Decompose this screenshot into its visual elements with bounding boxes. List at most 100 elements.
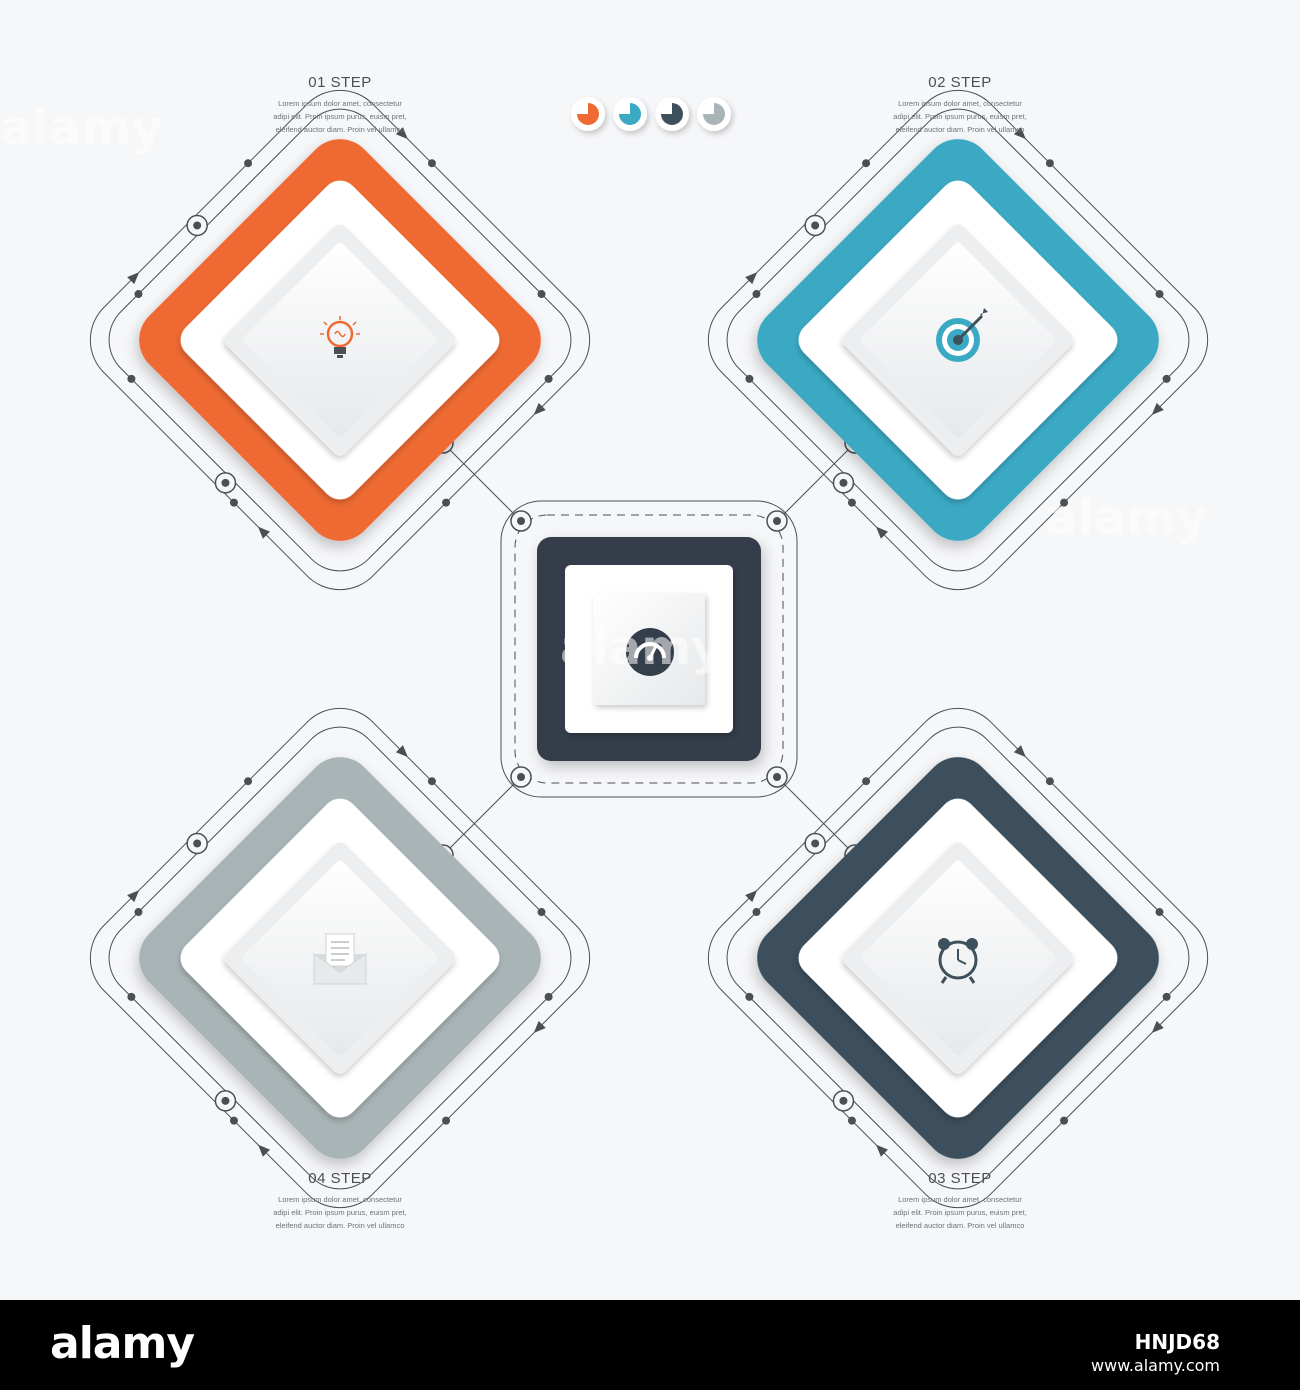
step-01-line-1: Lorem ipsum dolor amet, consectetur: [278, 99, 402, 108]
step-02-title: 02 STEP: [928, 74, 992, 91]
orbit-dot: [544, 992, 553, 1001]
orbit-dot: [862, 159, 871, 168]
connector-line: [776, 776, 856, 856]
orbit-dot: [1060, 1116, 1069, 1125]
orbit-node-center: [221, 478, 230, 487]
orbit-dot: [442, 498, 451, 507]
orbit-dot: [427, 777, 436, 786]
outer-orbit-line: [707, 707, 1209, 1209]
step-03-title: 03 STEP: [928, 1170, 992, 1187]
legend-pie-4: [703, 103, 725, 125]
orbit-dot: [244, 159, 253, 168]
step-01-diamond: [89, 89, 591, 591]
lightbulb-icon: [320, 316, 360, 358]
step-02-line-1: Lorem ipsum dolor amet, consectetur: [898, 99, 1022, 108]
orbit-node-center: [193, 221, 202, 230]
step-02-line-2: adipi elit. Proin ipsum purus, euism pre…: [893, 112, 1027, 121]
footer-url[interactable]: www.alamy.com: [1091, 1356, 1220, 1375]
watermark-right: alamy: [1045, 490, 1208, 546]
center-outer-line: [500, 500, 798, 798]
orbit-arrow: [745, 890, 758, 903]
orbit-dot: [1162, 374, 1171, 383]
step-03-line-3: eleifend auctor diam. Proin vel ullamco: [895, 1221, 1025, 1230]
orbit-dot: [862, 777, 871, 786]
orbit-dot: [1045, 777, 1054, 786]
orbit-arrow: [745, 272, 758, 285]
connector-line: [442, 776, 522, 856]
step-04-line-1: Lorem ipsum dolor amet, consectetur: [278, 1195, 402, 1204]
orbit-arrow: [1013, 745, 1026, 758]
step-03-line-2: adipi elit. Proin ipsum purus, euism pre…: [893, 1208, 1027, 1217]
orbit-node-center: [839, 478, 848, 487]
step-04-text: 04 STEP Lorem ipsum dolor amet, consecte…: [245, 1170, 435, 1232]
step-04-line-3: eleifend auctor diam. Proin vel ullamco: [275, 1221, 405, 1230]
connector-line: [442, 442, 522, 522]
orbit-dot: [745, 374, 754, 383]
step-01-body: Lorem ipsum dolor amet, consectetur adip…: [245, 97, 435, 136]
orbit-dot: [1045, 159, 1054, 168]
orbit-dot: [134, 290, 143, 299]
legend-pie-3: [661, 103, 683, 125]
step-02-body: Lorem ipsum dolor amet, consectetur adip…: [865, 97, 1055, 136]
orbit-dot: [134, 908, 143, 917]
legend-pie-1: [577, 103, 599, 125]
orbit-dot: [1155, 290, 1164, 299]
orbit-dot: [127, 374, 136, 383]
orbit-dot: [544, 374, 553, 383]
watermark-mid: alamy: [560, 620, 723, 676]
step-04-body: Lorem ipsum dolor amet, consectetur adip…: [245, 1193, 435, 1232]
orbit-dot: [847, 498, 856, 507]
orbit-arrow: [1013, 127, 1026, 140]
orbit-arrow: [257, 526, 270, 539]
step-01-line-2: adipi elit. Proin ipsum purus, euism pre…: [273, 112, 407, 121]
step-01-title: 01 STEP: [308, 74, 372, 91]
orbit-dot: [1155, 908, 1164, 917]
orbit-arrow: [533, 402, 546, 415]
footer-brand-logo: alamy: [50, 1318, 195, 1369]
outer-orbit-line: [707, 89, 1209, 591]
envelope-document-icon: [313, 933, 367, 985]
orbit-dot: [745, 992, 754, 1001]
footer-image-id: HNJD68: [1134, 1330, 1220, 1354]
step-04-line-2: adipi elit. Proin ipsum purus, euism pre…: [273, 1208, 407, 1217]
icon-tile: [242, 242, 438, 438]
orbit-node-center: [811, 221, 820, 230]
legend-badges: [571, 97, 731, 131]
center-corner-node-dot: [773, 517, 781, 525]
orbit-node-center: [193, 839, 202, 848]
center-corner-node-dot: [517, 773, 525, 781]
orbit-dot: [427, 159, 436, 168]
orbit-dot: [1162, 992, 1171, 1001]
orbit-arrow: [875, 1144, 888, 1157]
step-04-title: 04 STEP: [308, 1170, 372, 1187]
footer-bar: alamy HNJD68 www.alamy.com: [0, 1300, 1300, 1390]
step-02-line-3: eleifend auctor diam. Proin vel ullamco: [895, 125, 1025, 134]
center-corner-node-dot: [517, 517, 525, 525]
step-01-line-3: eleifend auctor diam. Proin vel ullamco: [275, 125, 405, 134]
center-dashed-line: [514, 514, 784, 784]
step-03-body: Lorem ipsum dolor amet, consectetur adip…: [865, 1193, 1055, 1232]
orbit-dot: [229, 498, 238, 507]
orbit-dot: [752, 908, 761, 917]
connector-line: [776, 442, 856, 522]
alarm-clock-icon: [938, 938, 978, 984]
outer-orbit-line: [89, 707, 591, 1209]
orbit-arrow: [1151, 402, 1164, 415]
step-02-text: 02 STEP Lorem ipsum dolor amet, consecte…: [865, 74, 1055, 136]
legend-pie-2: [619, 103, 641, 125]
orbit-arrow: [395, 127, 408, 140]
step-01-text: 01 STEP Lorem ipsum dolor amet, consecte…: [245, 74, 435, 136]
inner-orbit-line: [108, 726, 572, 1190]
watermark-left: alamy: [0, 100, 163, 156]
orbit-dot: [1060, 498, 1069, 507]
orbit-arrow: [875, 526, 888, 539]
orbit-dot: [752, 290, 761, 299]
speedometer-icon: [626, 628, 674, 676]
inner-orbit-line: [726, 108, 1190, 572]
orbit-arrow: [1151, 1020, 1164, 1033]
target-icon: [936, 308, 988, 362]
orbit-dot: [847, 1116, 856, 1125]
infographic-canvas: [89, 89, 1209, 1209]
orbit-arrow: [127, 272, 140, 285]
orbit-node-center: [811, 839, 820, 848]
